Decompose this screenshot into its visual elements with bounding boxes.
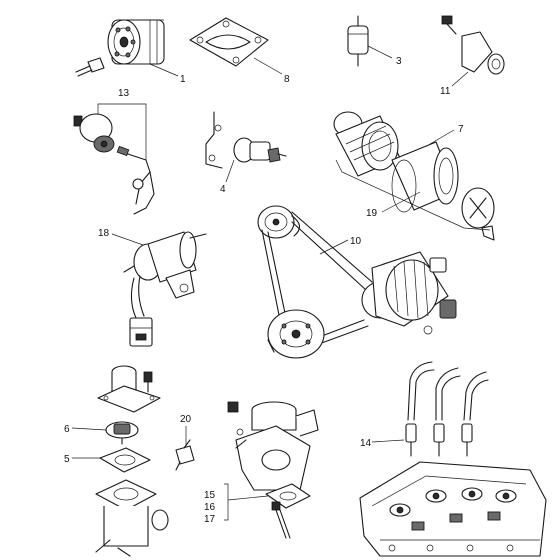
callout-18: 18 bbox=[98, 228, 110, 239]
thermostat-housing-part bbox=[95, 479, 169, 557]
callout-13: 13 bbox=[118, 88, 130, 99]
leader-3 bbox=[367, 45, 393, 59]
oil-filter-part bbox=[107, 19, 165, 65]
leader-8 bbox=[253, 57, 283, 75]
water-pump-pulley-part bbox=[267, 309, 325, 359]
crank-pulley-part bbox=[257, 205, 301, 239]
ignition-leads-part bbox=[407, 361, 489, 421]
callout-6: 6 bbox=[64, 424, 70, 435]
callout-3: 3 bbox=[396, 56, 402, 67]
callout-16: 16 bbox=[204, 502, 216, 513]
leader-19-b bbox=[381, 191, 421, 213]
callout-17: 17 bbox=[204, 514, 216, 525]
callout-10: 10 bbox=[350, 236, 362, 247]
leader-1 bbox=[149, 63, 179, 77]
callout-8: 8 bbox=[284, 74, 290, 85]
air-cleaner-housing-part bbox=[333, 111, 401, 177]
leader-11 bbox=[451, 71, 469, 87]
callout-20: 20 bbox=[180, 414, 192, 425]
leader-4 bbox=[225, 159, 235, 183]
oil-pressure-switch-part bbox=[205, 111, 287, 169]
callout-1: 1 bbox=[180, 74, 186, 85]
leader-15-17-bracket bbox=[224, 483, 229, 521]
air-cleaner-cap-part bbox=[461, 187, 495, 241]
flange-bolt-part bbox=[271, 501, 291, 539]
water-outlet-part bbox=[97, 365, 161, 413]
leader-15-17 bbox=[227, 495, 269, 501]
water-flange-part bbox=[227, 401, 319, 491]
leader-19-a bbox=[335, 159, 491, 231]
leader-13 bbox=[97, 103, 147, 160]
callout-19: 19 bbox=[366, 208, 378, 219]
oil-filter-fitting-part bbox=[75, 57, 105, 77]
thermostat-gasket-part bbox=[99, 447, 151, 473]
fuel-pump-part bbox=[123, 231, 207, 299]
callout-7: 7 bbox=[458, 124, 464, 135]
ignition-keys-part bbox=[116, 145, 155, 215]
glow-plugs-part bbox=[405, 423, 473, 457]
ignition-switch-part bbox=[73, 113, 115, 153]
callout-4: 4 bbox=[220, 184, 226, 195]
air-filter-element-part bbox=[391, 141, 459, 213]
cylinder-head-part bbox=[359, 461, 547, 557]
alternator-part bbox=[361, 251, 457, 335]
thermostat-part bbox=[105, 421, 139, 445]
callout-15: 15 bbox=[204, 490, 216, 501]
leader-7 bbox=[429, 129, 455, 145]
fuel-pump-wiring-part bbox=[129, 275, 153, 347]
callout-5: 5 bbox=[64, 454, 70, 465]
gasket-plate-part bbox=[189, 17, 269, 67]
leader-18 bbox=[111, 233, 147, 247]
leader-6 bbox=[71, 427, 107, 431]
connector-sensor-part bbox=[441, 15, 505, 75]
leader-14 bbox=[371, 439, 405, 443]
inline-fuel-filter-part bbox=[347, 15, 369, 67]
callout-14: 14 bbox=[360, 438, 372, 449]
temperature-sender-part bbox=[175, 439, 195, 471]
callout-11: 11 bbox=[440, 86, 451, 97]
